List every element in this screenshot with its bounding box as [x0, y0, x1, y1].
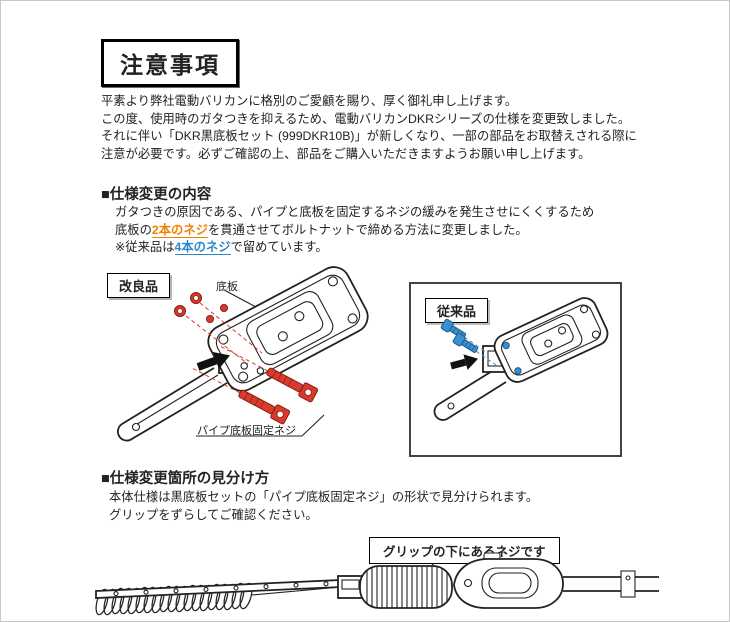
assembly-dash-line: [219, 345, 269, 372]
conventional-product-tag: 従来品: [425, 298, 489, 323]
spec-change-body: ガタつきの原因である、パイプと底板を固定するネジの緩みを発生させにくくするため …: [115, 204, 594, 257]
page-title: 注意事項: [101, 39, 239, 87]
two-screws-highlight: 2本のネジ: [151, 222, 208, 238]
identify-heading: ■仕様変更箇所の見分け方: [101, 471, 270, 487]
base-plate-drawing: [207, 266, 369, 392]
pipe-drawing: [433, 367, 507, 421]
pipe-screw-label: パイプ底板固定ネジ: [197, 425, 296, 437]
red-screw: [238, 389, 291, 425]
improved-product-tag: 改良品: [107, 273, 171, 298]
spec-change-heading: ■仕様変更の内容: [101, 187, 212, 203]
spec-change-text: ※従来品は: [115, 240, 175, 254]
assembly-dash-line: [199, 302, 263, 354]
intro-paragraph: 平素より弊社電動バリカンに格別のご愛顧を賜り、厚く御礼申し上げます。 この度、使…: [101, 93, 637, 163]
base-plate-drawing: [493, 297, 609, 383]
insert-arrow-icon: [196, 352, 230, 371]
intro-line: 注意が必要です。必ずご確認の上、部品をご購入いただきますようお願い申し上げます。: [101, 146, 591, 161]
intro-line: この度、使用時のガタつきを抑えるため、電動バリカンDKRシリーズの仕様を変更致し…: [101, 111, 631, 126]
assembly-dash-line: [463, 336, 487, 353]
blue-screw-head: [514, 367, 522, 375]
baseplate-leader-line: [225, 290, 257, 308]
identify-line: グリップをずらしてご確認ください。: [109, 507, 318, 522]
identify-line: 本体仕様は黒底板セットの「パイプ底板固定ネジ」の形状で見分けられます。: [109, 490, 539, 504]
improved-product-diagram: [117, 266, 369, 442]
screw-label-leader-line: [196, 414, 325, 437]
assembly-dash-line: [191, 367, 241, 394]
identify-body: 本体仕様は黒底板セットの「パイプ底板固定ネジ」の形状で見分けられます。 グリップ…: [109, 489, 538, 524]
red-screw: [266, 367, 319, 403]
blade-bar-drawing: [95, 579, 342, 599]
pipe-drawing: [563, 570, 659, 598]
intro-line: 平素より弊社電動バリカンに格別のご愛顧を賜り、厚く御礼申し上げます。: [101, 94, 518, 108]
red-nut: [174, 292, 228, 323]
spec-change-line: ガタつきの原因である、パイプと底板を固定するネジの緩みを発生させにくくするため: [115, 204, 594, 222]
grip-drawing: [359, 565, 453, 609]
housing-drawing: [453, 552, 564, 609]
spec-change-text: 底板の: [115, 222, 152, 237]
trimmer-illustration: [95, 552, 659, 616]
spec-change-text: で留めています。: [230, 240, 328, 254]
spec-change-line: ※従来品は4本のネジで留めています。: [115, 239, 594, 257]
pipe-drawing: [117, 367, 228, 442]
spec-change-text: ガタつきの原因である、パイプと底板を固定するネジの緩みを発生させにくくするため: [115, 205, 595, 219]
spec-change-line: 底板の2本のネジを貫通させてボルトナットで締める方法に変更しました。: [115, 222, 594, 240]
spec-change-text: を貫通させてボルトナットで締める方法に変更しました。: [207, 222, 528, 237]
insert-arrow-icon: [450, 354, 479, 370]
intro-line: それに伴い「DKR黒底板セット (999DKR10B)」が新しくなり、一部の部品…: [101, 129, 637, 143]
conventional-product-frame: 従来品: [409, 282, 622, 457]
blue-screw-head: [502, 341, 510, 350]
blue-screw: [452, 332, 479, 353]
conventional-product-diagram: [433, 297, 609, 421]
assembly-dash-line: [185, 315, 249, 365]
base-plate-label: 底板: [216, 281, 238, 293]
four-screws-highlight: 4本のネジ: [174, 240, 231, 255]
